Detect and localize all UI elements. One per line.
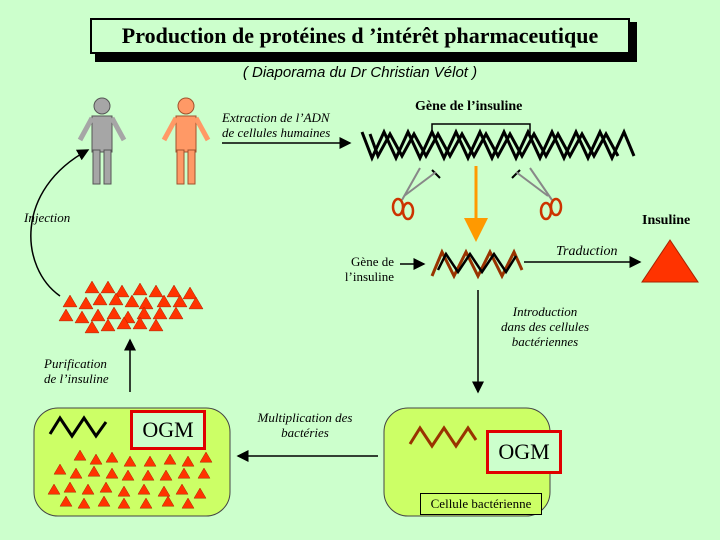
insulin-triangle-icon (58, 308, 74, 322)
insulin-triangle-icon (100, 318, 116, 332)
insulin-triangle-icon (100, 280, 116, 294)
page-title: Production de protéines d ’intérêt pharm… (90, 18, 630, 54)
insulin-triangle-icon (89, 453, 103, 465)
insulin-triangle-icon (99, 481, 113, 493)
gene-in-cell-right (408, 425, 478, 449)
human-orange-icon (161, 97, 211, 185)
insulin-triangle-icon (159, 469, 173, 481)
scissors-icon-left (391, 167, 437, 221)
insulin-triangle-icon (157, 485, 171, 497)
insulin-triangle-icon (166, 284, 182, 298)
insulin-triangle-icon (59, 495, 73, 507)
label-cellule-bacterienne: Cellule bactérienne (420, 493, 542, 515)
insulin-triangle-icon (181, 455, 195, 467)
insulin-triangle-icon (106, 306, 122, 320)
insulin-triangle-icon (177, 467, 191, 479)
label-purification: Purification de l’insuline (44, 356, 109, 386)
insulin-triangle-icon (139, 497, 153, 509)
injection-arrow (30, 149, 90, 297)
insulin-triangle-icon (84, 280, 100, 294)
insulin-triangle-icon (175, 483, 189, 495)
insulin-triangle-icon (90, 308, 106, 322)
insulin-triangle-icon (97, 495, 111, 507)
dna-top-strand-b (368, 130, 620, 160)
insulin-triangle-icon (124, 294, 140, 308)
insulin-triangle-icon (132, 282, 148, 296)
insulin-triangle-icon (78, 296, 94, 310)
insulin-triangle-icon (641, 239, 699, 283)
cut-mark-left (431, 169, 441, 179)
insulin-triangle-icon (199, 451, 213, 463)
insulin-cluster-purified (58, 280, 204, 334)
cut-mark-right (511, 169, 521, 179)
insulin-triangle-icon (138, 296, 154, 310)
insulin-triangle-icon (161, 495, 175, 507)
insulin-triangle-icon (114, 284, 130, 298)
insulin-triangle-icon (193, 487, 207, 499)
insulin-triangle-icon (197, 467, 211, 479)
gene-bracket (431, 123, 531, 134)
subtitle: ( Diaporama du Dr Christian Vélot ) (242, 64, 478, 81)
label-insuline: Insuline (642, 213, 691, 228)
insulin-triangle-icon (137, 483, 151, 495)
insulin-triangle-icon (148, 318, 164, 332)
insulin-triangle-icon (105, 451, 119, 463)
label-introduction: Introduction dans des cellules bactérien… (500, 304, 590, 349)
insulin-triangle-icon (63, 481, 77, 493)
insulin-triangle-icon (136, 306, 152, 320)
insulin-triangle-icon (163, 453, 177, 465)
label-multiplication: Multiplication des bactéries (257, 410, 353, 440)
insulin-triangle-icon (77, 497, 91, 509)
label-gene-mid: Gène de l’insuline (344, 254, 394, 284)
insulin-triangle-icon (73, 449, 87, 461)
insulin-triangle-icon (74, 310, 90, 324)
insulin-triangle-icon (121, 469, 135, 481)
insulin-triangle-icon (168, 306, 184, 320)
insulin-triangle-icon (116, 316, 132, 330)
insulin-triangle-icon (132, 316, 148, 330)
insulin-triangle-icon (105, 467, 119, 479)
label-gene-top: Gène de l’insuline (415, 99, 523, 114)
insulin-triangle-icon (148, 284, 164, 298)
insulin-cluster-in-cell (47, 449, 213, 509)
ogm-badge-left: OGM (130, 410, 206, 450)
insulin-triangle-icon (87, 465, 101, 477)
insulin-triangle-icon (117, 497, 131, 509)
human-grey-icon (77, 97, 127, 185)
ogm-badge-right: OGM (486, 430, 562, 474)
insulin-triangle-icon (84, 320, 100, 334)
insulin-triangle-icon (69, 467, 83, 479)
insulin-triangle-icon (92, 292, 108, 306)
gene-in-cell-left (48, 415, 108, 439)
label-extraction: Extraction de l’ADN de cellules humaines (222, 110, 331, 140)
insulin-triangle-icon (62, 294, 78, 308)
insulin-triangle-icon (141, 469, 155, 481)
insulin-triangle-icon (182, 286, 198, 300)
insulin-triangle-icon (47, 483, 61, 495)
insulin-triangle-icon (53, 463, 67, 475)
insulin-triangle-icon (188, 296, 204, 310)
insulin-triangle-icon (108, 292, 124, 306)
insulin-triangle-icon (123, 455, 137, 467)
insulin-triangle-icon (117, 485, 131, 497)
dna-top-strand-a (360, 128, 636, 162)
insulin-triangle-icon (181, 497, 195, 509)
insulin-triangle-icon (156, 294, 172, 308)
label-injection: Injection (24, 210, 71, 225)
insulin-triangle-icon (152, 306, 168, 320)
gene-mid-strand-a (430, 248, 524, 280)
gene-mid-strand-b (436, 251, 518, 275)
insulin-triangle-icon (143, 455, 157, 467)
scissors-icon-right (515, 167, 563, 221)
insulin-triangle-icon (81, 483, 95, 495)
insulin-triangle-icon (172, 294, 188, 308)
label-traduction: Traduction (556, 244, 618, 259)
